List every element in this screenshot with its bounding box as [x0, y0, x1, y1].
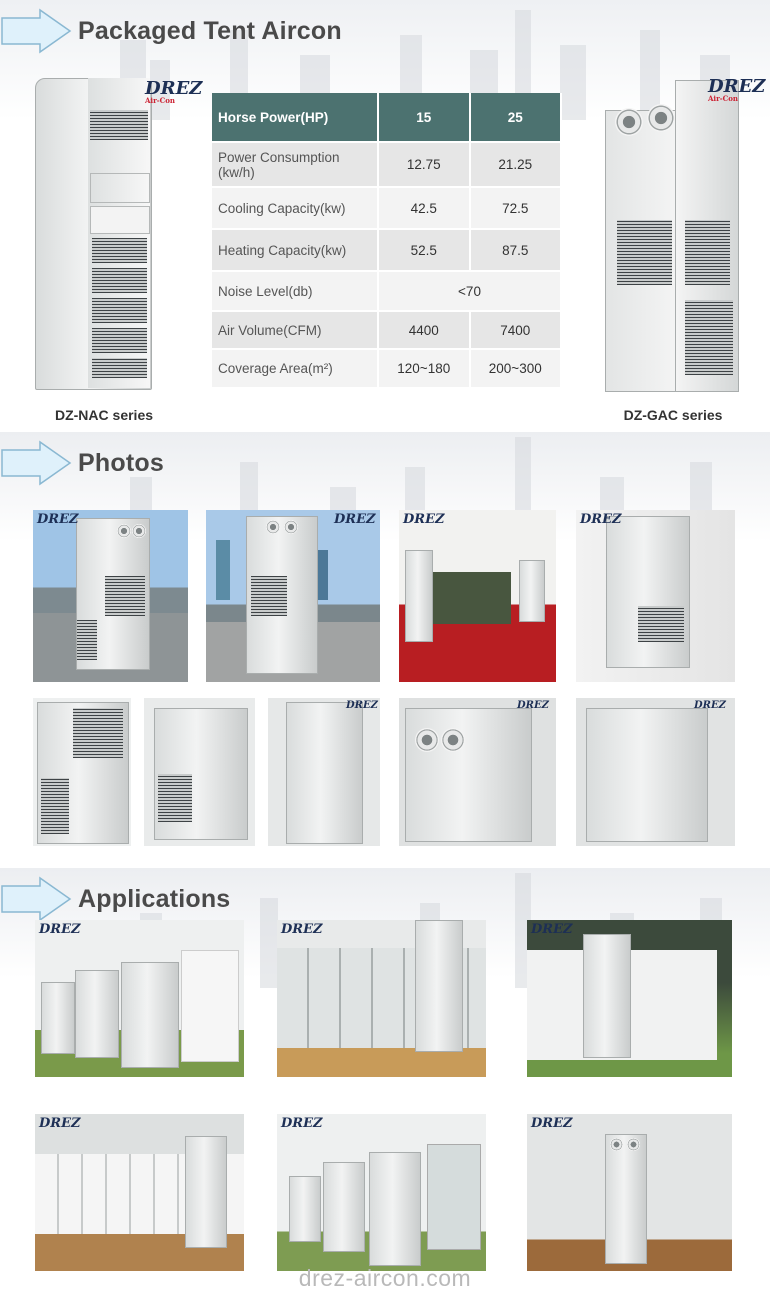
spec-table: Horse Power(HP) 15 25 Power Consumption … [212, 93, 562, 387]
nac-unit-image [35, 78, 152, 390]
brand-logo: DREZ [531, 1116, 573, 1131]
table-row: Heating Capacity(kw) 52.5 87.5 [212, 228, 562, 271]
photo-unit-angle [144, 698, 255, 846]
table-row: Noise Level(db) <70 [212, 270, 562, 311]
row-value-merged: <70 [378, 270, 562, 311]
row-value: 200~300 [469, 348, 562, 387]
photo-unit-front [33, 698, 131, 846]
arrow-icon [1, 876, 72, 922]
application-tent-exterior: DREZ [35, 920, 244, 1077]
brand-logo: DREZ [531, 922, 573, 937]
row-label: Coverage Area(m²) [212, 348, 379, 387]
table-row: Air Volume(CFM) 4400 7400 [212, 310, 562, 349]
application-tent-interior: DREZ [35, 1114, 244, 1271]
application-glass-tent: DREZ [277, 920, 486, 1077]
spec-table-header: Horse Power(HP) 15 25 [212, 93, 562, 142]
header-cell: Horse Power(HP) [212, 93, 379, 142]
row-label: Power Consumption (kw/h) [212, 141, 379, 187]
row-label: Air Volume(CFM) [212, 310, 379, 349]
arrow-icon [1, 8, 72, 54]
photo-city-unit: DREZ [206, 510, 380, 682]
photo-exhibition-booth: DREZ [399, 510, 556, 682]
brand-logo: DREZ [281, 1116, 323, 1131]
table-row: Coverage Area(m²) 120~180 200~300 [212, 348, 562, 387]
gac-unit-image [605, 80, 739, 392]
photo-rooftop-unit: DREZ [33, 510, 188, 682]
brand-logo: DREZ [281, 922, 323, 937]
table-row: Power Consumption (kw/h) 12.75 21.25 [212, 141, 562, 187]
section-title: Applications [78, 884, 231, 913]
section-heading: Packaged Tent Aircon [0, 8, 342, 54]
footer-watermark: drez-aircon.com [298, 1265, 472, 1291]
section-heading: Applications [0, 876, 230, 922]
brand-logo: DREZ [39, 922, 81, 937]
application-tent-wall-unit: DREZ [527, 1114, 732, 1271]
brand-logo: DREZ [517, 700, 549, 711]
row-value: 52.5 [378, 228, 471, 271]
row-value: 87.5 [469, 228, 562, 271]
photo-unit-back: DREZ [268, 698, 380, 846]
photo-unit-fans-side: DREZ [399, 698, 556, 846]
row-value: 120~180 [378, 348, 471, 387]
row-value: 21.25 [469, 141, 562, 187]
section-heading: Photos [0, 440, 164, 486]
brand-logo: DREZ [346, 700, 378, 711]
row-label: Cooling Capacity(kw) [212, 186, 379, 229]
brand-logo: DREZ [334, 512, 376, 527]
photos-section: Photos DREZ DREZ DREZ DREZ [0, 432, 770, 868]
brand-logo: DREZ [37, 512, 79, 527]
header-cell: 25 [469, 93, 562, 142]
nac-series-label: DZ-NAC series [54, 407, 154, 423]
section-title: Packaged Tent Aircon [78, 16, 342, 45]
row-label: Noise Level(db) [212, 270, 379, 311]
application-tent-corner: DREZ [527, 920, 732, 1077]
table-row: Cooling Capacity(kw) 42.5 72.5 [212, 186, 562, 229]
row-value: 72.5 [469, 186, 562, 229]
brand-logo: DREZ [580, 512, 622, 527]
row-value: 42.5 [378, 186, 471, 229]
photo-tent-side-unit: DREZ [576, 510, 735, 682]
row-value: 4400 [378, 310, 471, 349]
section-title: Photos [78, 448, 164, 477]
applications-section: Applications DREZ DREZ DREZ DREZ DREZ DR… [0, 868, 770, 1299]
brand-logo: DREZ [403, 512, 445, 527]
brand-logo: DREZ [39, 1116, 81, 1131]
row-value: 7400 [469, 310, 562, 349]
gac-series-label: DZ-GAC series [623, 407, 723, 423]
photo-unit-panels: DREZ [576, 698, 735, 846]
application-tent-units-row: DREZ [277, 1114, 486, 1271]
header-cell: 15 [378, 93, 471, 142]
row-value: 12.75 [378, 141, 471, 187]
arrow-icon [1, 440, 72, 486]
brand-logo: DREZ [694, 700, 726, 711]
row-label: Heating Capacity(kw) [212, 228, 379, 271]
